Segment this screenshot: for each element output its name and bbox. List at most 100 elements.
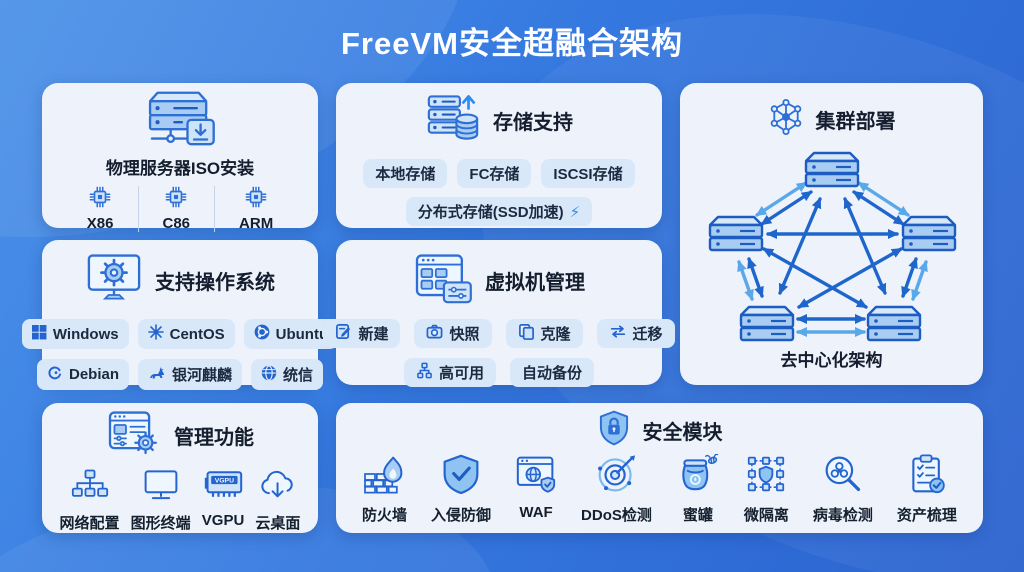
arch-label: C86	[162, 215, 191, 232]
mgmt-item-network-config: 网络配置	[60, 468, 120, 533]
vm-action-ha: 高可用	[403, 358, 496, 387]
kylin-logo	[148, 365, 166, 385]
ubuntu-logo	[254, 324, 270, 344]
security-item-label: WAF	[519, 504, 553, 521]
security-item-intrusion: 入侵防御	[431, 454, 491, 525]
storage-tag: FC存储	[457, 159, 532, 188]
vm-action-autobackup: 自动备份	[510, 358, 595, 387]
cluster-caption: 去中心化架构	[780, 351, 883, 370]
os-label: Ubuntu	[275, 325, 329, 343]
shield-lock-icon	[597, 410, 631, 451]
cpu-chip-icon	[165, 186, 187, 213]
management-console-icon	[106, 409, 162, 462]
security-item-label: 蜜罐	[682, 507, 713, 524]
panel-management: 管理功能 网络配置 图形终端	[42, 403, 318, 533]
virus-detect-icon	[822, 454, 864, 499]
ddos-detect-icon	[595, 454, 637, 499]
vm-action-label: 克隆	[540, 326, 571, 343]
mgmt-item-label: 网络配置	[59, 515, 120, 532]
vm-action-label: 新建	[358, 326, 389, 343]
ha-icon	[416, 362, 433, 383]
mgmt-item-label: VGPU	[201, 512, 245, 529]
asset-audit-icon	[907, 454, 947, 499]
panel-title: 安全模块	[642, 422, 723, 444]
os-label: Windows	[52, 325, 119, 343]
centos-logo	[147, 324, 164, 344]
windows-logo	[31, 324, 47, 344]
panel-storage: 存储支持 本地存储 FC存储 ISCSI存储 分布式存储(SSD加速) ⚡	[336, 83, 662, 228]
panel-physical-server-iso: 物理服务器ISO安装 X86	[42, 83, 318, 232]
arch-label: X86	[86, 215, 114, 232]
mgmt-item-cloud-desktop: 云桌面	[255, 468, 300, 533]
panel-title: 物理服务器ISO安装	[105, 159, 255, 178]
graphic-terminal-icon	[142, 468, 180, 507]
panel-vm-management: 虚拟机管理 新建 快照	[323, 240, 675, 387]
mgmt-item-vgpu: VGPU VGPU	[201, 468, 245, 533]
storage-tag: 本地存储	[363, 159, 448, 188]
server-iso-download-icon	[140, 89, 220, 152]
vm-action-clone: 克隆	[505, 319, 583, 348]
decentralized-mesh-diagram	[708, 151, 957, 342]
panel-title: 支持操作系统	[155, 272, 275, 294]
security-item-label: DDoS检测	[581, 507, 652, 524]
svg-text:VGPU: VGPU	[215, 477, 234, 484]
panel-security-module: 安全模块 防火墙	[336, 403, 983, 533]
debian-logo	[47, 365, 63, 385]
vm-action-label: 迁移	[632, 326, 663, 343]
intrusion-prevention-icon	[441, 454, 481, 499]
security-item-microsegmentation: 微隔离	[744, 454, 789, 525]
panel-cluster-deploy: 集群部署	[680, 83, 983, 385]
arch-label: ARM	[239, 215, 274, 232]
mgmt-item-label: 云桌面	[255, 515, 301, 532]
vm-action-label: 自动备份	[522, 365, 583, 382]
security-item-label: 资产梳理	[896, 507, 957, 524]
os-item-ubuntu: Ubuntu	[243, 319, 339, 349]
page-title: FreeVM安全超融合架构	[341, 26, 683, 61]
panel-title: 存储支持	[493, 112, 573, 134]
storage-tag: ISCSI存储	[541, 159, 635, 188]
security-item-label: 入侵防御	[431, 507, 492, 524]
arch-item-c86: C86	[137, 186, 215, 232]
os-item-centos: CentOS	[137, 319, 235, 349]
cloud-desktop-icon	[259, 468, 297, 507]
arch-item-arm: ARM	[214, 186, 297, 232]
waf-icon	[515, 454, 557, 499]
os-item-windows: Windows	[21, 319, 129, 349]
storage-tag-distributed: 分布式存储(SSD加速) ⚡	[405, 197, 593, 226]
cpu-chip-icon	[89, 186, 111, 213]
security-item-label: 防火墙	[362, 507, 408, 524]
os-label: 统信	[283, 367, 314, 384]
panel-supported-os: 支持操作系统 Windows CentOS	[21, 240, 339, 390]
security-item-label: 病毒检测	[812, 507, 873, 524]
panel-title: 管理功能	[174, 427, 254, 449]
security-item-label: 微隔离	[743, 507, 789, 524]
firewall-icon	[363, 454, 407, 499]
cluster-node-servers	[708, 151, 957, 342]
network-config-icon	[71, 468, 109, 507]
migrate-icon	[609, 324, 627, 343]
os-label: CentOS	[169, 325, 225, 343]
security-item-firewall: 防火墙	[362, 454, 407, 525]
storage-stack-icon	[425, 93, 481, 148]
snapshot-icon	[426, 323, 443, 344]
architecture-list: X86 C86	[63, 186, 297, 232]
mgmt-item-graphic-terminal: 图形终端	[131, 468, 191, 533]
vm-action-label: 高可用	[438, 365, 484, 382]
arch-item-x86: X86	[63, 186, 138, 232]
os-item-uos: 统信	[251, 359, 324, 390]
vm-action-label: 快照	[449, 326, 480, 343]
panel-title: 虚拟机管理	[485, 272, 585, 294]
clone-icon	[518, 323, 535, 344]
mgmt-item-label: 图形终端	[130, 515, 191, 532]
vm-action-migrate: 迁移	[596, 319, 675, 348]
uos-logo	[261, 364, 277, 385]
os-label: 银河麒麟	[172, 367, 233, 384]
security-item-ddos: DDoS检测	[581, 454, 652, 525]
security-item-virus-detect: 病毒检测	[813, 454, 873, 525]
security-item-asset-audit: 资产梳理	[897, 454, 957, 525]
security-item-honeypot: 蜜罐	[676, 453, 720, 525]
os-label: Debian	[68, 366, 119, 383]
os-item-debian: Debian	[36, 359, 129, 390]
new-vm-icon	[335, 323, 352, 344]
vgpu-icon: VGPU	[203, 468, 243, 507]
